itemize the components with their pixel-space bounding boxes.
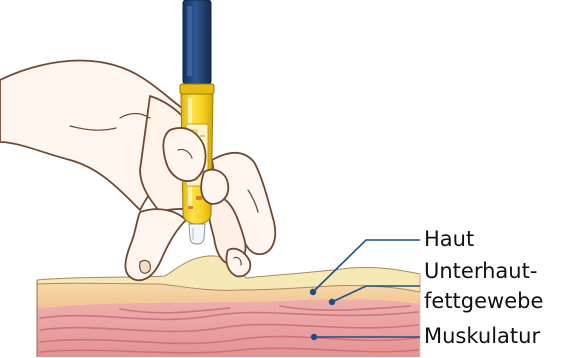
label-skin: Haut [424, 226, 474, 252]
pinching-hand-icon [0, 61, 275, 281]
pen-needle-hub [189, 224, 205, 244]
pointer-dot-skin [310, 289, 316, 295]
label-muscle: Muskulatur [424, 323, 540, 349]
label-subcutis-line1: Unterhaut- [424, 258, 537, 284]
insulin-pen-icon [180, 0, 214, 244]
pointer-dot-subcutis [329, 299, 335, 305]
label-subcutis-line2: fettgewebe [424, 288, 543, 314]
tissue-block [37, 256, 420, 357]
pointer-dot-muscle [311, 334, 317, 340]
